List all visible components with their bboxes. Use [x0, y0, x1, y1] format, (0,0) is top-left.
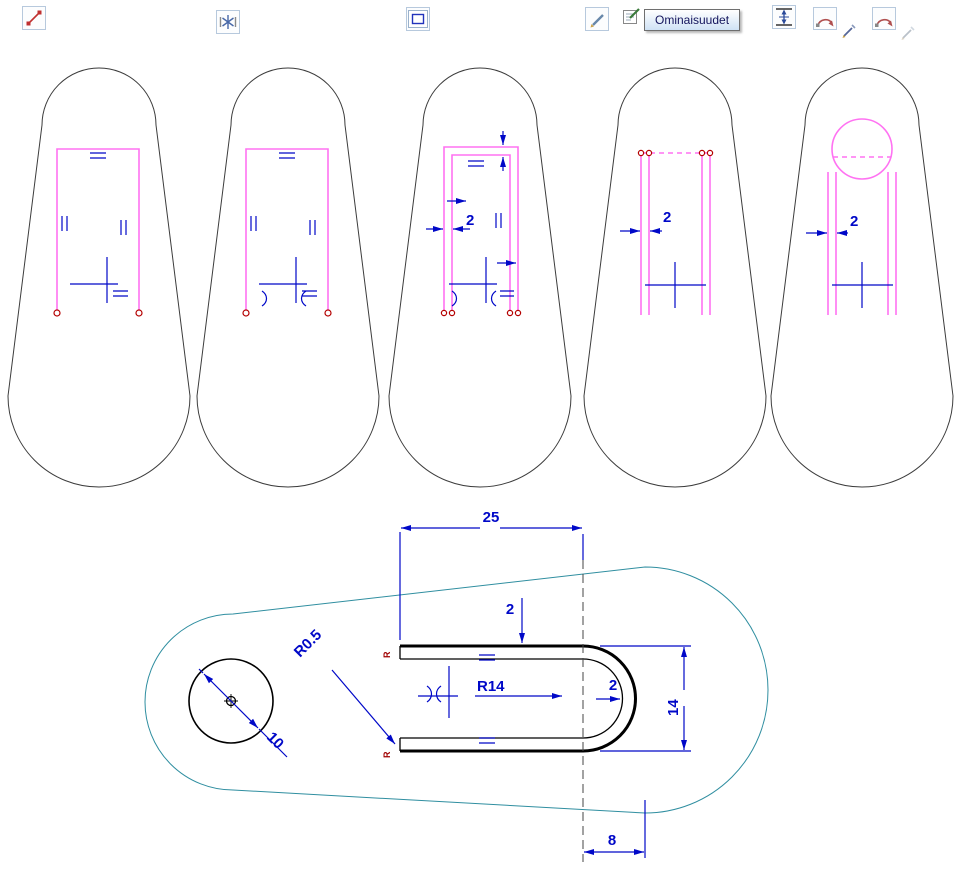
centerline-cross [832, 262, 893, 308]
edit-pencil-icon [842, 24, 856, 38]
sketch-step-5[interactable]: 2 [770, 67, 954, 488]
slot-sketch[interactable] [56, 148, 140, 313]
symmetry-icon [219, 15, 237, 29]
slot-walls[interactable] [640, 153, 711, 315]
dim-text[interactable]: 8 [608, 832, 616, 849]
tangent-arc-icon [816, 18, 834, 27]
dim-text[interactable]: 2 [609, 677, 617, 694]
sketch-step-1[interactable] [7, 67, 191, 488]
properties-button[interactable] [620, 5, 644, 29]
rectangle-tool-button[interactable] [406, 7, 430, 31]
slot-outer-edge[interactable] [400, 644, 637, 753]
dimension-wall-top-2[interactable]: 2 [506, 598, 525, 643]
dim-text[interactable]: 2 [506, 601, 514, 618]
tangent-arc-tool-button[interactable] [813, 7, 837, 30]
endpoint[interactable] [514, 309, 522, 317]
dim-text[interactable]: R0.5 [291, 626, 325, 660]
sketch-step-4[interactable]: 2 [583, 67, 767, 488]
sketch-step-2[interactable] [196, 67, 380, 488]
edit-sketch-button[interactable] [840, 22, 858, 40]
slot-sketch-inner[interactable] [451, 154, 511, 313]
arc-icon [875, 18, 893, 27]
edit-pencil-icon [901, 26, 915, 40]
endpoint[interactable] [506, 309, 514, 317]
slot-feature[interactable]: R R [382, 560, 637, 862]
dim-text[interactable]: 2 [466, 212, 474, 229]
sketch-step-3[interactable]: 2 [388, 67, 572, 488]
tooltip-ominaisuudet: Ominaisuudet [644, 9, 741, 31]
rectangle-icon [408, 10, 428, 28]
slot-walls[interactable] [827, 172, 897, 315]
endpoint[interactable] [637, 149, 645, 157]
dim-text[interactable]: 2 [663, 209, 671, 226]
part-outline[interactable] [144, 566, 769, 814]
tooltip-label: Ominaisuudet [655, 13, 730, 27]
detail-drawing-view[interactable]: 10 R R 25 2 R0.5 [144, 509, 769, 862]
arc-sketch[interactable] [831, 118, 893, 180]
part-outline[interactable] [196, 67, 380, 488]
dim-hole-text[interactable]: 10 [263, 729, 287, 753]
constraint-mark-bottom: R [382, 751, 392, 758]
dimension-radius-r14[interactable]: R14 [475, 678, 562, 699]
slot-inner-edge[interactable] [400, 658, 624, 739]
dim-text[interactable]: R14 [477, 678, 505, 695]
dimension-slot[interactable]: 2 [806, 213, 858, 236]
linear-dimension-icon [776, 8, 792, 26]
arc-tool-button-2[interactable] [872, 7, 896, 30]
part-outline[interactable] [770, 67, 954, 488]
pencil-icon [590, 14, 604, 28]
constraint-marks [449, 160, 514, 307]
sketch-line-tool-button[interactable] [22, 6, 46, 30]
dim-text[interactable]: 2 [850, 213, 858, 230]
part-outline[interactable] [7, 67, 191, 488]
constraint-marks [418, 654, 495, 744]
endpoint[interactable] [440, 309, 448, 317]
slot-sketch[interactable] [245, 148, 329, 313]
endpoint[interactable] [53, 309, 61, 317]
dimension-wall-right-2[interactable]: 2 [596, 677, 620, 702]
dimension-offset-8[interactable]: 8 [584, 800, 646, 858]
edit-sketch-button-2[interactable] [899, 24, 917, 42]
sketch-line-icon [26, 10, 42, 26]
part-outline[interactable] [388, 67, 572, 488]
slot-sketch-outer[interactable] [443, 146, 519, 313]
endpoint[interactable] [135, 309, 143, 317]
part-outline[interactable] [583, 67, 767, 488]
constraint-marks [61, 152, 128, 303]
endpoint[interactable] [698, 149, 706, 157]
dim-text[interactable]: 14 [665, 699, 682, 716]
dim-text[interactable]: 25 [483, 509, 500, 526]
dimension-fillet-r05[interactable]: R0.5 [291, 626, 396, 745]
hole-feature[interactable]: 10 [188, 658, 288, 758]
properties-icon [623, 8, 640, 24]
endpoint[interactable] [645, 149, 653, 157]
symmetry-tool-button[interactable] [216, 10, 240, 34]
dimension-height-14[interactable]: 14 [600, 645, 691, 752]
dimension-slot[interactable]: 2 [620, 209, 671, 234]
endpoint[interactable] [242, 309, 250, 317]
constraint-marks [250, 152, 317, 307]
linear-dimension-tool-button[interactable] [772, 5, 796, 29]
pencil-tool-button[interactable] [585, 7, 609, 31]
constraint-mark-top: R [382, 651, 392, 658]
hole-circle[interactable] [188, 658, 274, 744]
centerline-cross [645, 262, 706, 308]
dimension-length-25[interactable]: 25 [399, 509, 584, 640]
endpoint[interactable] [706, 149, 714, 157]
dimension-wall[interactable]: 2 [426, 131, 516, 266]
endpoint[interactable] [324, 309, 332, 317]
endpoint[interactable] [448, 309, 456, 317]
